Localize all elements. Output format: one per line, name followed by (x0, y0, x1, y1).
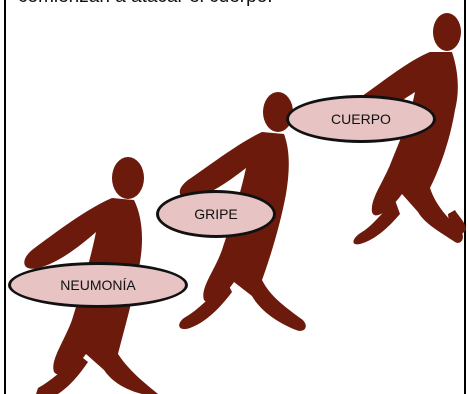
right-border (464, 0, 466, 394)
label-gripe-text: GRIPE (194, 206, 238, 222)
oval-label-neumonia: NEUMONÍA (8, 262, 188, 308)
left-border (4, 0, 6, 394)
label-cuerpo-text: CUERPO (331, 111, 391, 127)
oval-label-cuerpo: CUERPO (286, 95, 436, 143)
oval-label-gripe: GRIPE (156, 190, 276, 238)
caption-text: comienzan a atacar el cuerpo. (18, 0, 273, 8)
label-neumonia-text: NEUMONÍA (60, 277, 136, 293)
